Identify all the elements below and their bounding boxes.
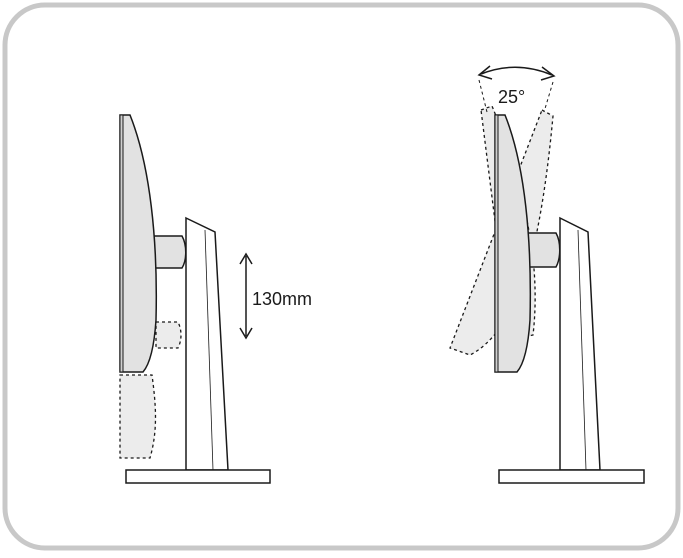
monitor-bezel [119, 114, 124, 373]
height-adjust-label: 130mm [252, 289, 312, 309]
tilt-monitor-side [494, 114, 532, 373]
lowered-hinge-ghost [155, 321, 182, 349]
monitor-side [119, 114, 158, 373]
tilt-angle-label: 25° [498, 87, 525, 107]
hinge [152, 235, 187, 269]
tilt-figure: 25° [449, 65, 645, 484]
height-adjust-figure: 130mm [119, 114, 312, 484]
tilt-monitor-bezel [494, 114, 499, 373]
stand-column-edge [204, 229, 214, 471]
angle-guide-right [543, 81, 554, 113]
height-arrow-icon [239, 252, 253, 340]
tilt-stand-column-edge [577, 229, 587, 471]
lowered-monitor-ghost [119, 374, 157, 459]
tilt-hinge [526, 232, 561, 268]
tilt-arrow-icon [477, 65, 556, 81]
stand-base [125, 469, 271, 484]
tilt-stand-base [498, 469, 645, 484]
